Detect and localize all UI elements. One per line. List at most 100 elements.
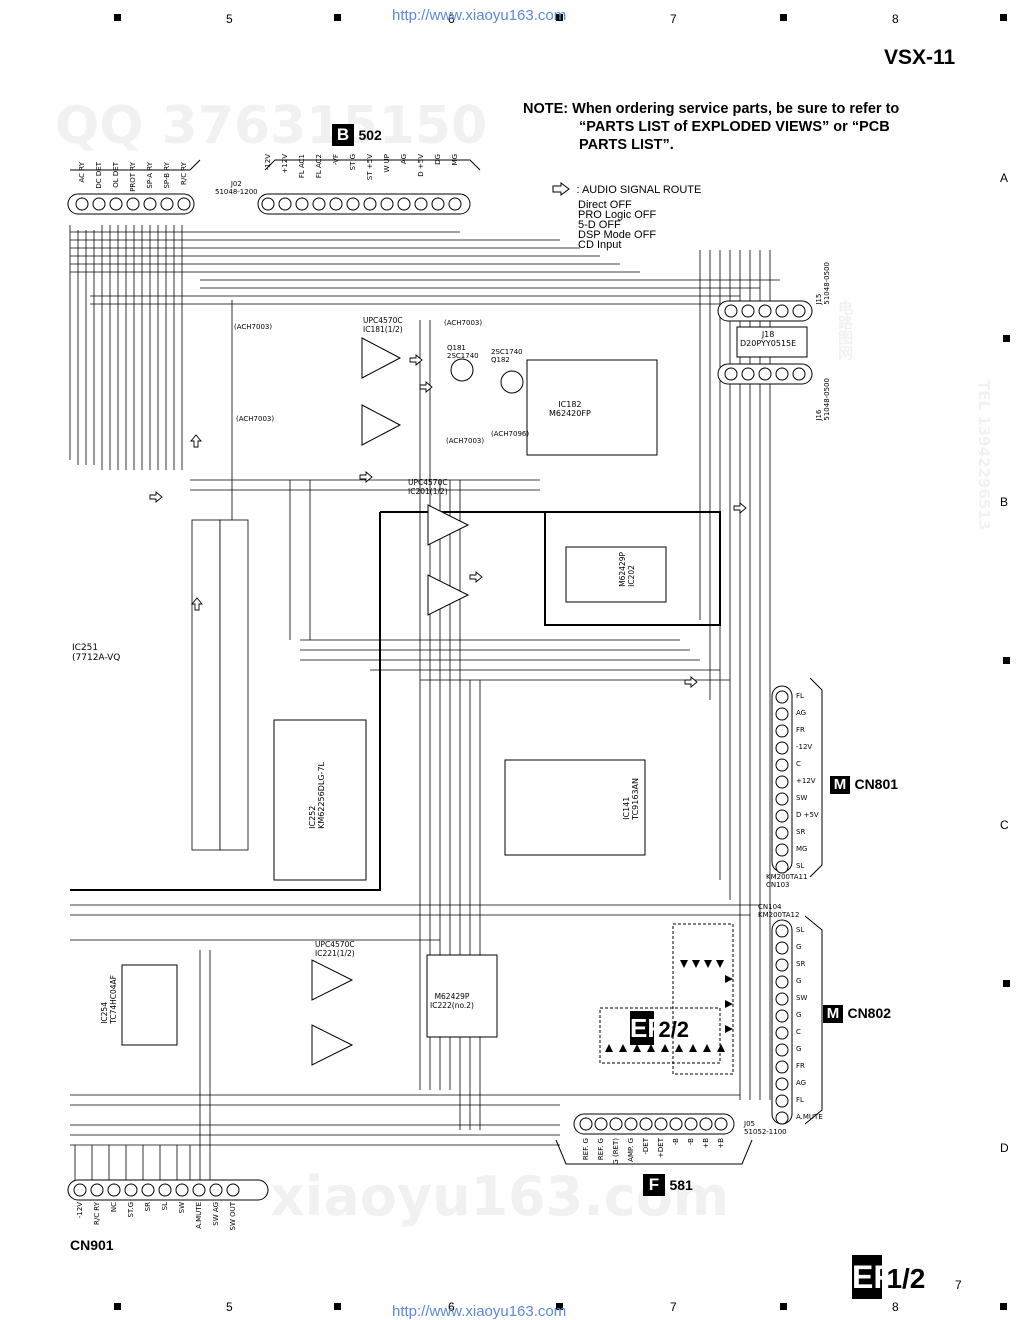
- pin-name: OL DET: [112, 162, 120, 188]
- board-letter: F: [643, 1174, 665, 1196]
- board-ef-2of2: EF 2/2: [630, 1011, 689, 1045]
- grid-col-6: 6: [448, 12, 455, 26]
- board-f581: F 581: [643, 1174, 693, 1196]
- frame-mark: [1000, 14, 1007, 21]
- legend-item: CD Input: [578, 239, 622, 251]
- board-label: 2/2: [658, 1017, 690, 1042]
- legend-title: : AUDIO SIGNAL ROUTE: [576, 184, 702, 196]
- ic-bodies: [121, 326, 808, 1046]
- ic141-label: IC141 TC9163AN: [622, 778, 640, 820]
- j15-label: J15 51048-0500: [815, 262, 831, 305]
- ic252-body: [273, 719, 367, 881]
- legend-item: Direct OFF: [578, 199, 632, 211]
- pin-name: +12V: [796, 777, 816, 785]
- frame-mark: [780, 14, 787, 21]
- ic201-label: UPC4570C IC201(1/2): [408, 478, 448, 496]
- pin-name: A.MUTE: [195, 1202, 203, 1229]
- grid-col-5: 5: [226, 12, 233, 26]
- note-lead: NOTE:: [523, 101, 569, 117]
- pin-name: FL AC1: [298, 154, 306, 179]
- pin-name: FL: [796, 1096, 804, 1104]
- grid-row-d: D: [1000, 1141, 1009, 1155]
- grid-row-c: C: [1000, 818, 1009, 832]
- pin-name: G: [796, 1045, 802, 1053]
- pin-name: DC DET: [95, 162, 103, 189]
- pin-name: D +5V: [417, 154, 425, 177]
- pin-name: -VF: [332, 154, 340, 165]
- pin-name: -B: [672, 1138, 680, 1146]
- connector-label: CN802: [847, 1005, 892, 1021]
- pin-name: SL: [161, 1202, 169, 1211]
- pin-name: MG: [796, 845, 808, 853]
- opamp-ic221-sl: [311, 959, 354, 1001]
- pin-name: +12V: [281, 154, 289, 174]
- pin-name: ST G: [349, 154, 357, 171]
- pin-name: REF. G: [582, 1138, 590, 1161]
- page-number: 7: [955, 1278, 962, 1292]
- frame-mark: [114, 1303, 121, 1310]
- frame-mark: [334, 1303, 341, 1310]
- ic202-label: M62429P IC202: [618, 552, 636, 587]
- signal-arrows: [605, 960, 733, 1052]
- route-arrows: [149, 354, 747, 688]
- pin-name: -DET: [642, 1138, 650, 1155]
- board-label: 1/2: [886, 1263, 926, 1294]
- pin-name: G (RET): [612, 1138, 620, 1165]
- connector-brackets: [70, 159, 823, 1165]
- note-line-3: PARTS LIST”.: [579, 137, 674, 153]
- pin-name: SP-B RY: [163, 162, 171, 189]
- frame-mark: [114, 14, 121, 21]
- pin-name: SW: [796, 994, 808, 1002]
- ic221-label: UPC4570C IC221(1/2): [315, 940, 355, 958]
- pin-name: REF. G: [597, 1138, 605, 1161]
- note-line-1: When ordering service parts, be sure to …: [572, 101, 900, 117]
- board-label: 581: [669, 1177, 693, 1193]
- q182-label: 2SC1740 Q182: [491, 348, 523, 364]
- ic222-body: [426, 954, 498, 1038]
- pin-name: G: [796, 1011, 802, 1019]
- frame-mark: [1003, 335, 1010, 342]
- legend-items: Direct OFF PRO Logic OFF 5-D OFF DSP Mod…: [552, 199, 701, 251]
- pin-name: A.MUTE: [796, 1113, 823, 1121]
- pin-name: SW: [796, 794, 808, 802]
- pin-name: SW OUT: [229, 1202, 237, 1231]
- ic254-label: IC254 TC74HC04AF: [100, 975, 118, 1024]
- pin-name: D +5V: [796, 811, 819, 819]
- site-url-bottom[interactable]: http://www.xiaoyu163.com: [392, 1303, 567, 1320]
- pin-name: R/C RY: [93, 1202, 101, 1226]
- signal-route-legend: : AUDIO SIGNAL ROUTE Direct OFF PRO Logi…: [552, 180, 702, 251]
- ach7003-label: (ACH7003): [234, 323, 273, 331]
- grid-col-8-bottom: 8: [892, 1300, 899, 1314]
- board-label: 502: [358, 127, 382, 143]
- pin-name: DG: [434, 154, 442, 165]
- connector-cn901: CN901: [70, 1237, 114, 1253]
- site-url-top[interactable]: http://www.xiaoyu163.com: [392, 7, 567, 24]
- grid-row-b: B: [1000, 495, 1009, 509]
- frame-mark: [780, 1303, 787, 1310]
- ic251-pins: [191, 519, 249, 851]
- watermark: QQ 376315150: [55, 96, 488, 156]
- pin-name: +DET: [657, 1138, 665, 1158]
- signal-arrow-icon: [552, 181, 570, 196]
- legend-item: DSP Mode OFF: [578, 229, 657, 241]
- ic182-label: IC182 M62420FP: [549, 400, 591, 418]
- ic254-body: [121, 964, 178, 1046]
- pin-name: C: [796, 760, 801, 768]
- left-top-pin-names: AC RY DC DET OL DET PROT RY SP-A RY SP-B…: [72, 160, 197, 194]
- schematic-wires: [69, 225, 780, 1185]
- cn901-pin-names: -12V R/C RY NC ST.G SR SL SW A.MUTE SW A…: [70, 1202, 270, 1238]
- pin-name: -12V: [76, 1202, 84, 1219]
- q181-label: Q181 2SC1740: [447, 344, 479, 360]
- frame-mark: [556, 1303, 563, 1310]
- pin-name: G: [796, 977, 802, 985]
- pin-name: G: [796, 943, 802, 951]
- ic252-label: IC252 KM62256DLG-7L: [308, 762, 326, 829]
- transistors: [450, 358, 524, 394]
- watermark: xiaoyu163.com: [270, 1165, 730, 1228]
- board-letter: M: [830, 776, 850, 794]
- frame-mark: [1003, 980, 1010, 987]
- connector-label: CN801: [854, 776, 899, 792]
- opamp-ic201-sw: [427, 574, 470, 616]
- opamp-ic221-sr: [311, 1024, 354, 1066]
